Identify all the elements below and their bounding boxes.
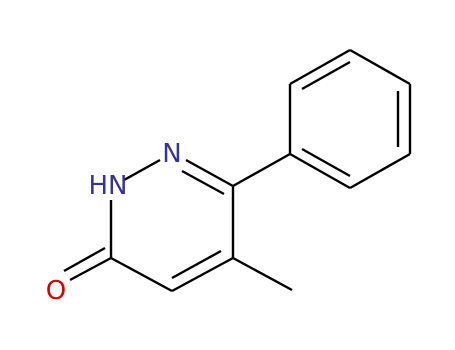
bond-ph-2 (289, 48, 351, 86)
bond-c3-phenyl (232, 152, 291, 188)
bond-n1-n2 (123, 158, 161, 182)
bond-n2-c3 (185, 158, 234, 188)
bond-c4-methyl (232, 256, 293, 292)
bond-ph-3 (349, 48, 411, 86)
bond-ph-inner-3 (301, 147, 351, 178)
bond-c4-c5-double (171, 249, 222, 280)
atom-label-n: N (162, 139, 181, 169)
bond-n2-c3-double (181, 169, 225, 196)
bond-c6-o (69, 256, 112, 282)
atom-label-o: O (46, 276, 66, 306)
bond-c6-o-double (63, 246, 106, 273)
atom-label-nh: HN (89, 171, 128, 201)
bond-ph-5 (349, 152, 411, 190)
bond-c4-c5 (171, 256, 234, 293)
bond-ph-inner-1 (301, 60, 351, 91)
bond-c5-c6 (110, 256, 173, 293)
bond-ph-6 (289, 152, 351, 190)
